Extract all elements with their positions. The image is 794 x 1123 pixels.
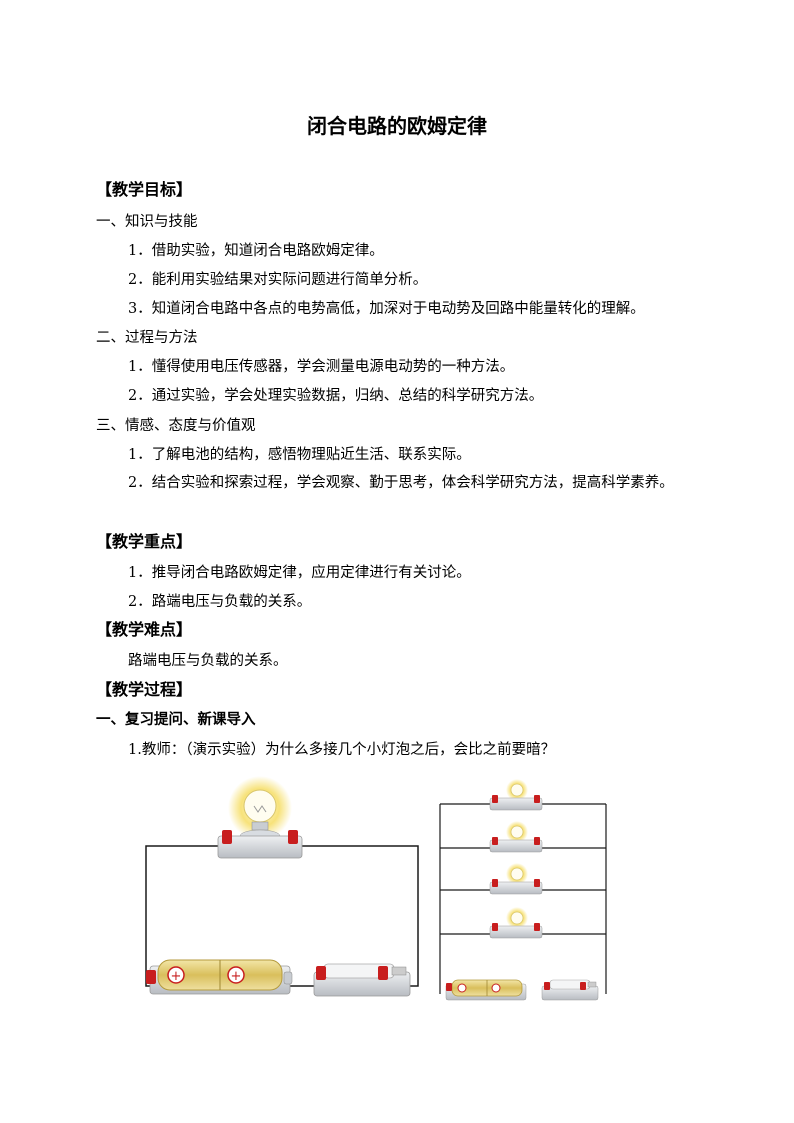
parallel-bulb-circuit xyxy=(439,779,607,1001)
page-title: 闭合电路的欧姆定律 xyxy=(307,114,487,138)
keypoints-heading: 【教学重点】 xyxy=(96,532,193,551)
light-bulb-icon xyxy=(489,779,543,811)
light-bulb-icon xyxy=(489,907,543,939)
part1-heading: 一、复习提问、新课导入 xyxy=(96,711,256,728)
knowledge-heading: 一、知识与技能 xyxy=(96,214,198,230)
part1-question: 1.教师：（演示实验）为什么多接几个小灯泡之后，会比之前要暗？ xyxy=(128,742,556,758)
procedure-heading: 【教学过程】 xyxy=(96,680,193,699)
difficulty-heading: 【教学难点】 xyxy=(96,620,193,639)
keypoint-item-2: 2．路端电压与负载的关系。 xyxy=(128,594,312,610)
knowledge-item-2: 2．能利用实验结果对实际问题进行简单分析。 xyxy=(128,272,428,288)
battery-icon: + + xyxy=(146,959,293,995)
light-bulb-icon xyxy=(489,821,543,853)
attitude-item-1: 1．了解电池的结构，感悟物理贴近生活、联系实际。 xyxy=(128,447,471,463)
svg-text:+: + xyxy=(171,969,182,984)
knowledge-item-3: 3．知道闭合电路中各点的电势高低，加深对于电动势及回路中能量转化的理解。 xyxy=(128,301,645,317)
attitude-item-2: 2．结合实验和探索过程，学会观察、勤于思考，体会科学研究方法，提高科学素养。 xyxy=(128,475,674,491)
process-item-1: 1．懂得使用电压传感器，学会测量电源电动势的一种方法。 xyxy=(128,359,515,375)
svg-text:+: + xyxy=(231,969,242,984)
switch-icon xyxy=(313,963,411,997)
keypoint-item-1: 1．推导闭合电路欧姆定律，应用定律进行有关讨论。 xyxy=(128,565,471,581)
knowledge-item-1: 1．借助实验，知道闭合电路欧姆定律。 xyxy=(128,243,384,259)
process-item-2: 2．通过实验，学会处理实验数据，归纳、总结的科学研究方法。 xyxy=(128,388,544,404)
single-bulb-circuit: + + xyxy=(145,776,419,997)
goals-heading: 【教学目标】 xyxy=(96,180,193,199)
attitude-heading: 三、情感、态度与价值观 xyxy=(96,418,256,434)
circuit-figure: + + xyxy=(128,770,618,1005)
light-bulb-icon xyxy=(489,863,543,895)
difficulty-text: 路端电压与负载的关系。 xyxy=(128,653,288,669)
switch-icon xyxy=(541,979,599,1001)
circuit-illustration: + + xyxy=(145,776,607,1001)
process-heading: 二、过程与方法 xyxy=(96,330,198,346)
battery-icon xyxy=(445,979,527,1001)
light-bulb-icon xyxy=(217,776,303,859)
